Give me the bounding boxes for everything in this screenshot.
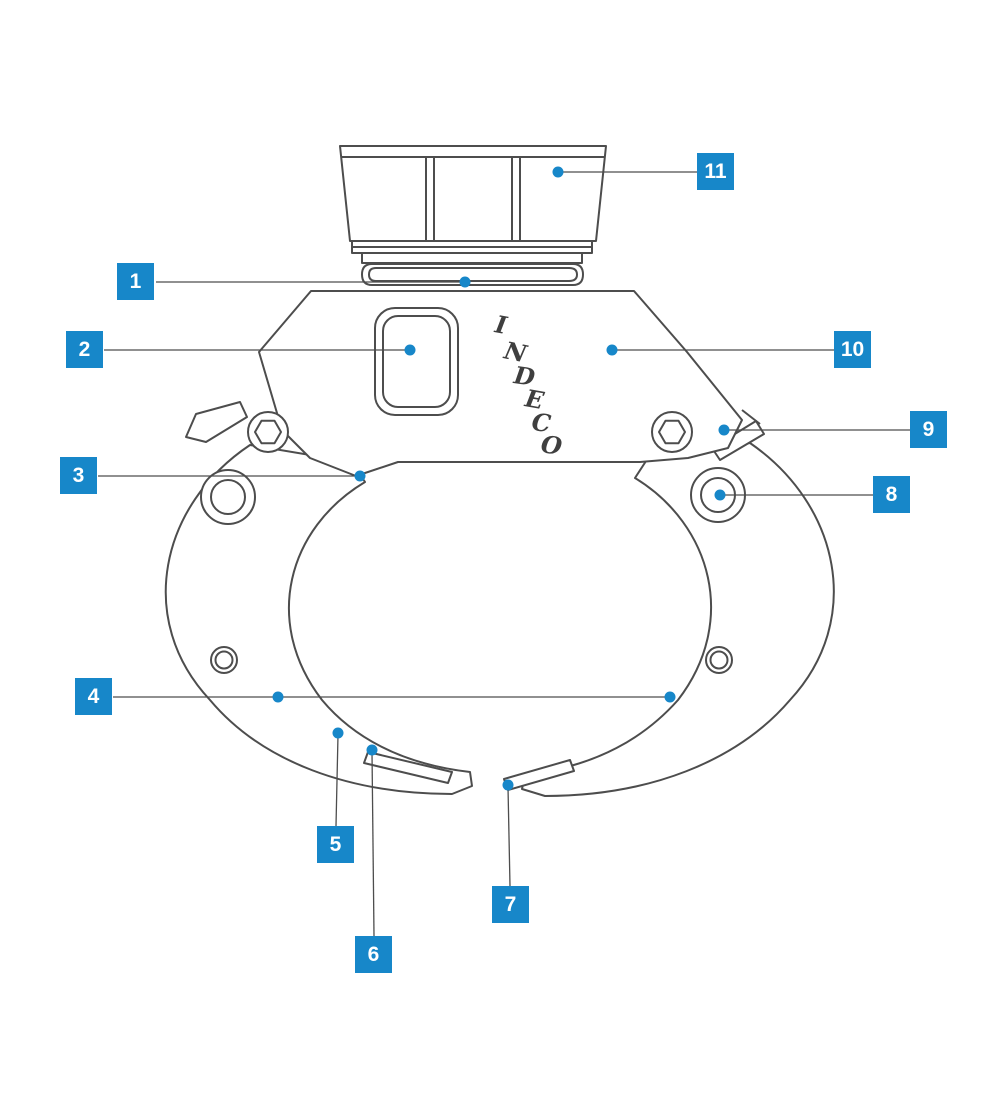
- mounting-ring: [361, 263, 584, 286]
- leader-dots: [272, 166, 730, 791]
- brand-letter: I: [492, 309, 510, 340]
- callout-label-1: 1: [117, 263, 154, 300]
- callout-label-4: 4: [75, 678, 112, 715]
- left-jaw-tip-plate: [363, 751, 453, 784]
- callout-label-9: 9: [910, 411, 947, 448]
- callout-label-2: 2: [66, 331, 103, 368]
- leader-lines: [98, 171, 910, 937]
- callout-label-8: 8: [873, 476, 910, 513]
- left-bracket: [185, 401, 248, 443]
- left-jaw-hole: [210, 646, 238, 674]
- right-jaw: [503, 442, 835, 797]
- callout-label-7: 7: [492, 886, 529, 923]
- callout-label-6: 6: [355, 936, 392, 973]
- rotator-block: [339, 145, 607, 264]
- left-hex-bolt: [247, 411, 289, 453]
- right-hex-bolt: [651, 411, 693, 453]
- callout-label-11: 11: [697, 153, 734, 190]
- brand-letter: D: [511, 360, 537, 392]
- callout-label-3: 3: [60, 457, 97, 494]
- left-jaw: [164, 444, 473, 795]
- callout-label-10: 10: [834, 331, 871, 368]
- right-jaw-hole: [705, 646, 733, 674]
- left-pivot-pin: [200, 469, 256, 525]
- callout-label-5: 5: [317, 826, 354, 863]
- body-plate: [258, 290, 743, 477]
- body-window: [374, 307, 459, 416]
- brand-logo: I N D E C O: [492, 309, 564, 461]
- brand-letter: O: [539, 429, 564, 461]
- brand-letter: C: [530, 407, 552, 438]
